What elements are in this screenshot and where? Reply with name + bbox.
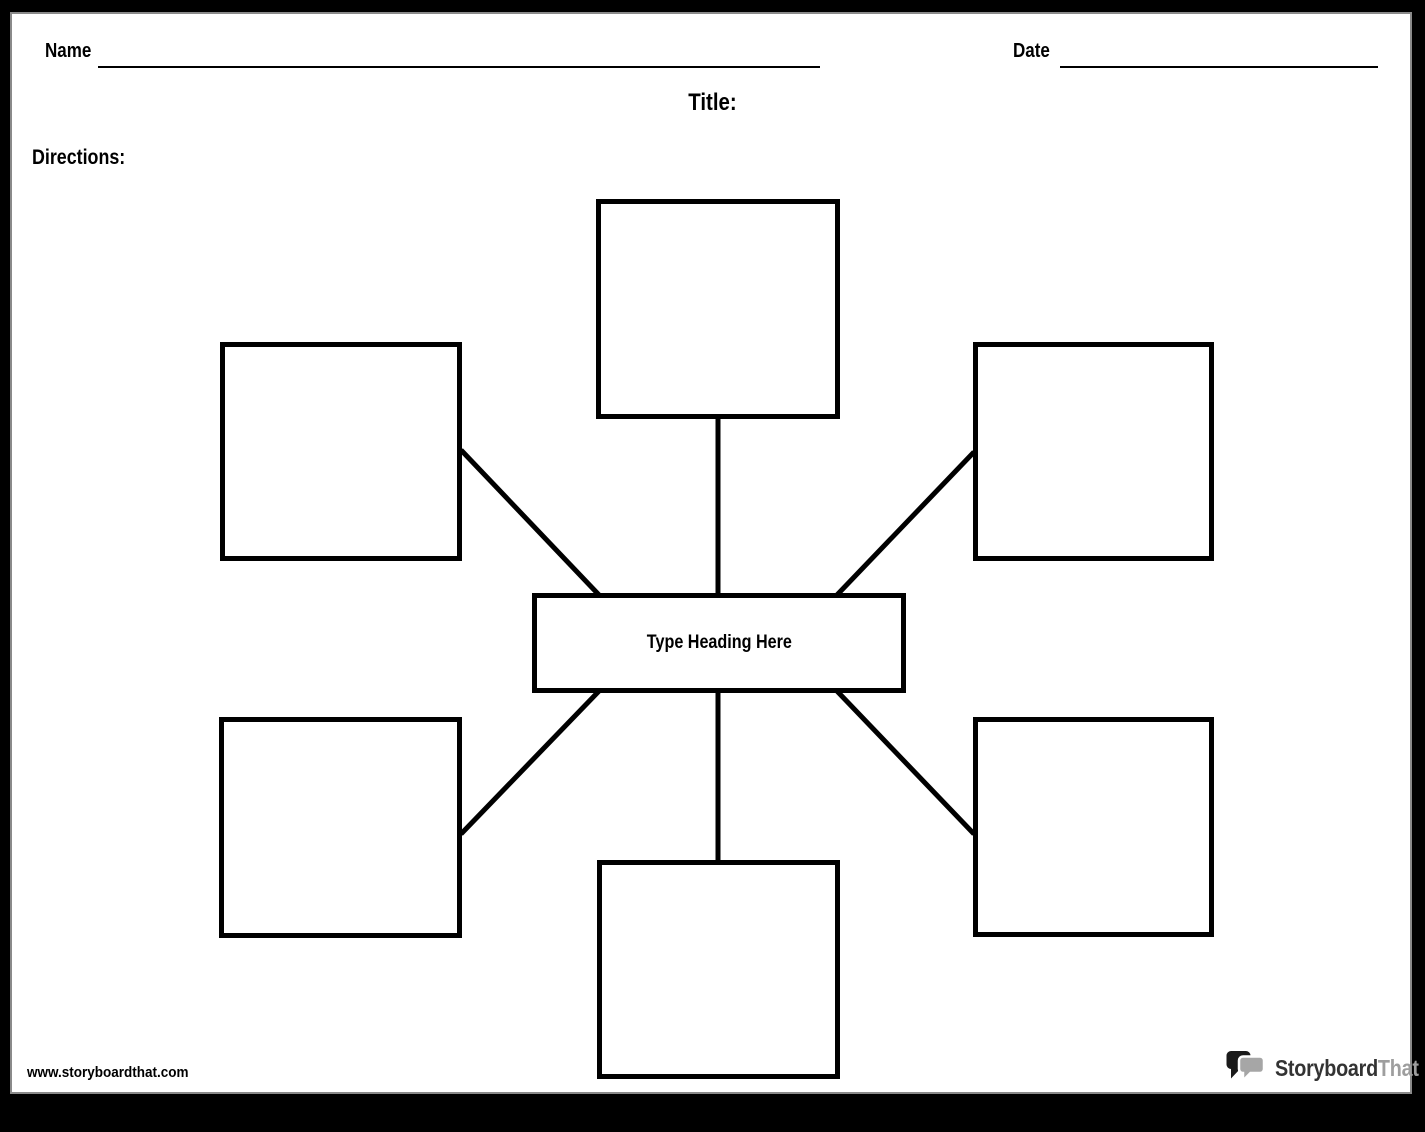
date-field-line[interactable]	[1060, 66, 1378, 68]
page-title-text: Title:	[688, 89, 737, 116]
website-url: www.storyboardthat.com	[27, 1064, 206, 1081]
date-label-text: Date	[1013, 40, 1050, 62]
spoke-box-bottom-left[interactable]	[219, 717, 462, 938]
name-field-line[interactable]	[98, 66, 820, 68]
storyboardthat-logo: StoryboardThat	[1226, 1049, 1425, 1087]
spoke-box-bottom-center[interactable]	[597, 860, 840, 1079]
directions-label: Directions:	[32, 146, 142, 170]
name-label: Name	[45, 40, 99, 63]
page-title: Title:	[0, 89, 1425, 117]
website-url-text: www.storyboardthat.com	[27, 1064, 189, 1081]
name-label-text: Name	[45, 40, 92, 62]
spoke-box-top-center[interactable]	[596, 199, 840, 419]
date-label: Date	[1013, 40, 1056, 63]
logo-wordmark: StoryboardThat	[1275, 1055, 1419, 1082]
spoke-box-top-left[interactable]	[220, 342, 462, 561]
logo-text-secondary: That	[1377, 1054, 1419, 1081]
spoke-box-top-right[interactable]	[973, 342, 1214, 561]
directions-label-text: Directions:	[32, 146, 126, 169]
center-heading-box[interactable]: Type Heading Here	[532, 593, 906, 693]
center-heading-text: Type Heading Here	[646, 632, 792, 653]
spoke-box-bottom-right[interactable]	[973, 717, 1214, 937]
speech-bubbles-icon	[1226, 1051, 1266, 1084]
logo-text-primary: Storyboard	[1275, 1054, 1378, 1081]
